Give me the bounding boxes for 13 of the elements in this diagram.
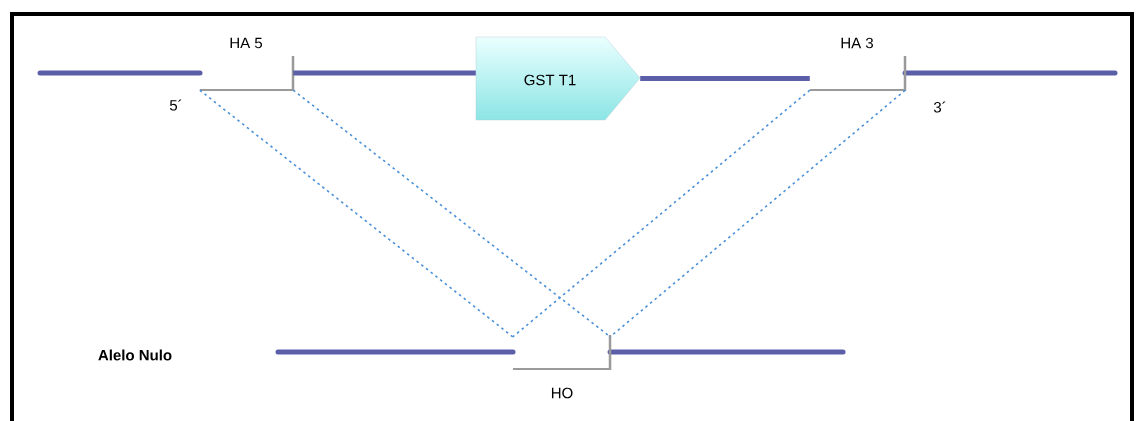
end-label: 3´ bbox=[933, 101, 946, 113]
dotted-line bbox=[292, 89, 611, 338]
homology-arm-bracket: HA 3 bbox=[809, 37, 907, 91]
chromosome-line bbox=[640, 76, 810, 81]
dotted-line bbox=[199, 89, 514, 338]
end-label: 5´ bbox=[169, 99, 182, 111]
gene-arrow-box: GST T1 bbox=[475, 36, 641, 121]
dotted-line bbox=[512, 89, 811, 338]
allele-label: Alelo Nulo bbox=[98, 349, 172, 361]
dotted-line bbox=[609, 89, 906, 338]
homology-arm-bracket: HO bbox=[512, 335, 612, 399]
homology-arm-bracket: HA 5 bbox=[199, 37, 295, 91]
chromosome-line bbox=[293, 70, 476, 76]
